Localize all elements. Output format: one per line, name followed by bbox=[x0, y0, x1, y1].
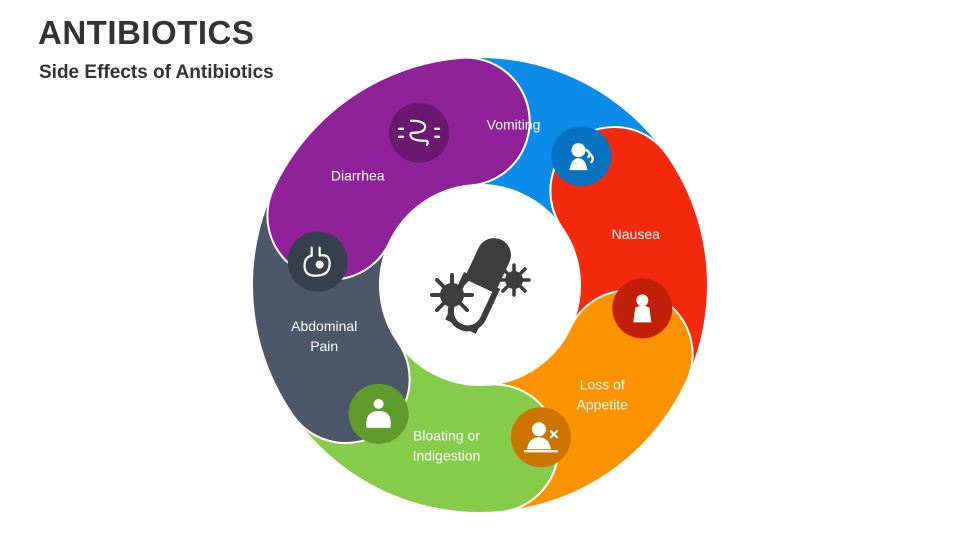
segment-layer bbox=[251, 56, 709, 514]
slide-title: ANTIBIOTICS bbox=[38, 14, 255, 51]
vomiting-person-icon bbox=[551, 126, 612, 187]
slide-subtitle: Side Effects of Antibiotics bbox=[39, 62, 274, 83]
segment-label: Diarrhea bbox=[331, 168, 385, 184]
bloated-stomach-icon bbox=[348, 383, 409, 444]
intestine-icon bbox=[389, 102, 450, 163]
nausea-person-icon bbox=[612, 278, 673, 339]
icon-disc-layer bbox=[287, 102, 673, 468]
segment-label: Nausea bbox=[612, 226, 660, 242]
segment-label: Vomiting bbox=[487, 116, 541, 132]
food-refusal-icon bbox=[510, 407, 571, 468]
stomach-pain-icon bbox=[287, 231, 348, 292]
capsule-bacteria-icon bbox=[430, 238, 531, 334]
